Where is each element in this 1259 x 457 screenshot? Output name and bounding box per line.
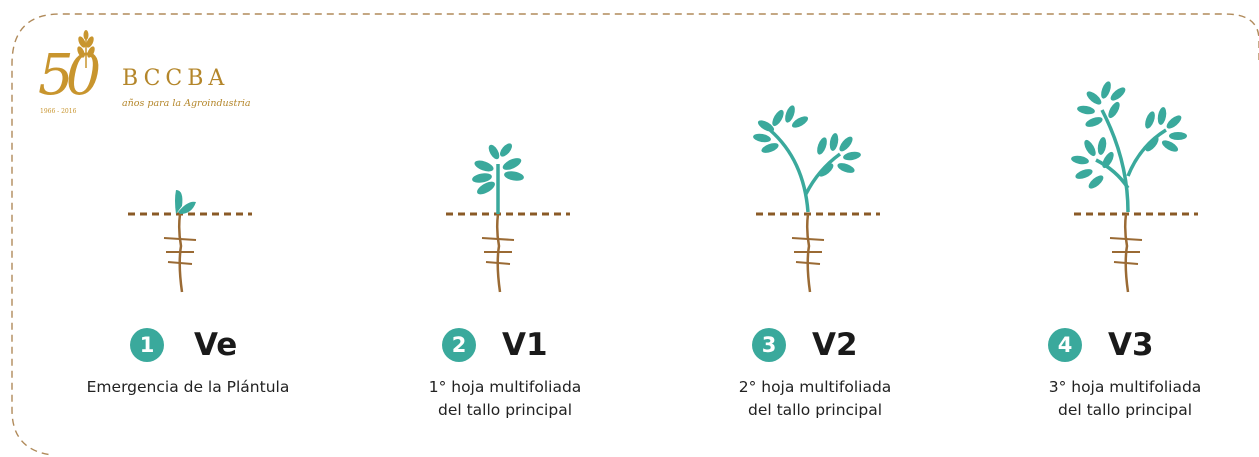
stage-description: Emergencia de la Plántula: [86, 378, 290, 396]
stage-description: 2° hoja multifoliada del tallo principal: [738, 378, 892, 419]
plant-v2-icon: [753, 105, 880, 293]
stage-number-badge: 2: [442, 328, 476, 362]
logo-number: 50: [38, 43, 101, 108]
stage-number-badge: 3: [752, 328, 786, 362]
stage-code: V3: [1108, 327, 1154, 363]
stage-description: 1° hoja multifoliada del tallo principal: [428, 378, 582, 419]
stage-code: V1: [502, 327, 548, 363]
stage-description: 3° hoja multifoliada del tallo principal: [1048, 378, 1202, 419]
plant-ve-icon: [128, 190, 252, 293]
stage-code: V2: [812, 327, 858, 363]
logo-tagline: años para la Agroindustria: [122, 98, 251, 109]
stage-code: Ve: [194, 327, 238, 363]
logo-name: BCCBA: [122, 66, 230, 91]
plant-v3-icon: [1071, 81, 1198, 293]
bccba-logo: 50 1966 - 2016 BCCBA años para la Agroin…: [36, 30, 276, 120]
logo-years: 1966 - 2016: [40, 108, 77, 115]
plant-v1-icon: [446, 143, 570, 293]
wheat-icon: [77, 30, 95, 68]
stage-number-badge: 4: [1048, 328, 1082, 362]
stage-number-badge: 1: [130, 328, 164, 362]
